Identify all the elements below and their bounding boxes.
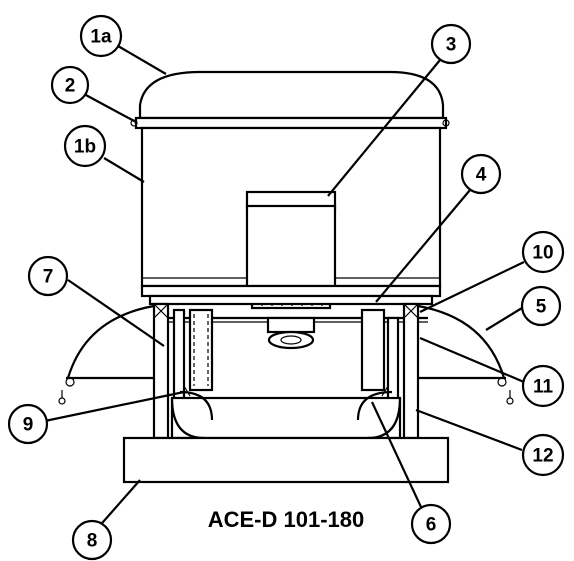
hood-band bbox=[130, 116, 450, 130]
model-label: ACE-D 101-180 bbox=[208, 507, 365, 532]
callout-2: 2 bbox=[50, 65, 90, 105]
callout-5-label: 5 bbox=[536, 297, 547, 318]
shaft-hub bbox=[266, 316, 316, 350]
callout-12: 12 bbox=[521, 433, 565, 477]
callout-4-label: 4 bbox=[476, 165, 487, 186]
right-damper bbox=[417, 304, 514, 405]
callout-3: 3 bbox=[430, 23, 472, 65]
callout-2-label: 2 bbox=[65, 76, 76, 97]
leader-lines bbox=[39, 45, 525, 531]
callout-6: 6 bbox=[410, 503, 452, 545]
callout-1b-label: 1b bbox=[74, 137, 96, 158]
callout-9-label: 9 bbox=[23, 415, 34, 436]
callout-5: 5 bbox=[520, 285, 562, 327]
callout-6-label: 6 bbox=[426, 515, 437, 536]
callout-12-label: 12 bbox=[532, 446, 553, 467]
right-support bbox=[360, 302, 420, 440]
callout-8-label: 8 bbox=[87, 531, 98, 552]
callout-4: 4 bbox=[460, 153, 502, 195]
callout-9: 9 bbox=[7, 403, 49, 445]
callout-3-label: 3 bbox=[446, 35, 457, 56]
base-curb bbox=[122, 436, 450, 484]
callout-7: 7 bbox=[27, 255, 69, 297]
callout-1a-label: 1a bbox=[90, 27, 112, 48]
callout-8: 8 bbox=[71, 519, 113, 561]
left-damper bbox=[58, 304, 155, 405]
callout-10: 10 bbox=[521, 230, 565, 274]
callout-11: 11 bbox=[521, 364, 565, 408]
motor-platform bbox=[140, 284, 442, 323]
callout-11-label: 11 bbox=[533, 377, 554, 398]
callout-1a: 1a bbox=[79, 14, 123, 58]
callout-1b: 1b bbox=[63, 124, 107, 168]
callout-7-label: 7 bbox=[43, 267, 54, 288]
fan-wheel bbox=[170, 385, 402, 440]
callout-10-label: 10 bbox=[532, 243, 553, 264]
